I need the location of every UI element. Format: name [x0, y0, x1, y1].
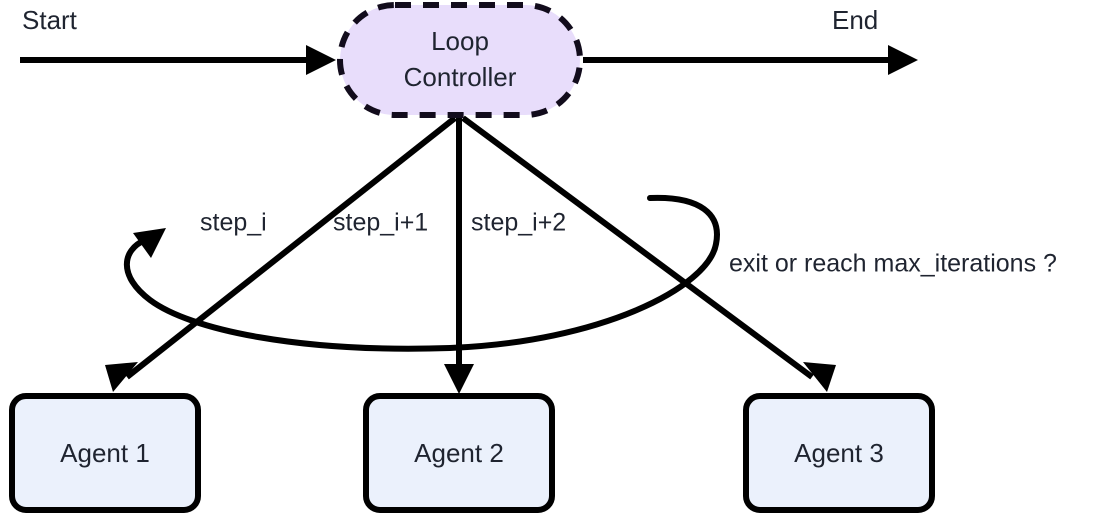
edge-controller-to-agent-1 [105, 115, 457, 392]
loop-controller-label-line1: Loop [431, 26, 489, 56]
edge-controller-to-agent-3 [461, 115, 836, 392]
node-agent-1[interactable]: Agent 1 [9, 393, 201, 513]
loop-controller-shape[interactable] [337, 2, 583, 118]
agent-3-edge-arrowhead [803, 362, 836, 392]
start-label: Start [22, 5, 78, 35]
agent-2-shape[interactable] [363, 393, 555, 513]
agent-3-label: Agent 3 [794, 438, 884, 468]
edge-label-step-3: step_i+2 [471, 209, 566, 237]
edge-controller-to-agent-2 [444, 118, 474, 394]
end-label: End [832, 5, 878, 35]
node-loop-controller[interactable]: Loop Controller [337, 2, 583, 118]
feedback-curve-path [123, 194, 720, 352]
agent-2-edge-arrowhead [444, 364, 474, 394]
agent-3-shape[interactable] [743, 393, 935, 513]
edge-label-feedback: exit or reach max_iterations ? [729, 250, 1057, 278]
edge-start-to-controller [20, 45, 336, 75]
feedback-curve-arrowhead [133, 228, 166, 258]
agent-1-shape[interactable] [9, 393, 201, 513]
agent-1-label: Agent 1 [60, 438, 150, 468]
start-edge-arrowhead [306, 45, 336, 75]
edge-label-step-2: step_i+1 [333, 209, 428, 237]
agent-1-edge-arrowhead [105, 362, 138, 392]
end-edge-arrowhead [888, 45, 918, 75]
node-agent-2[interactable]: Agent 2 [363, 393, 555, 513]
edge-controller-to-end [583, 45, 918, 75]
edge-label-step-1: step_i [200, 209, 267, 237]
loop-controller-label-line2: Controller [404, 62, 517, 92]
node-agent-3[interactable]: Agent 3 [743, 393, 935, 513]
agent-3-edge-line [461, 115, 814, 380]
edge-feedback-loop [123, 194, 720, 352]
agent-2-label: Agent 2 [414, 438, 504, 468]
agent-1-edge-line [125, 115, 457, 380]
